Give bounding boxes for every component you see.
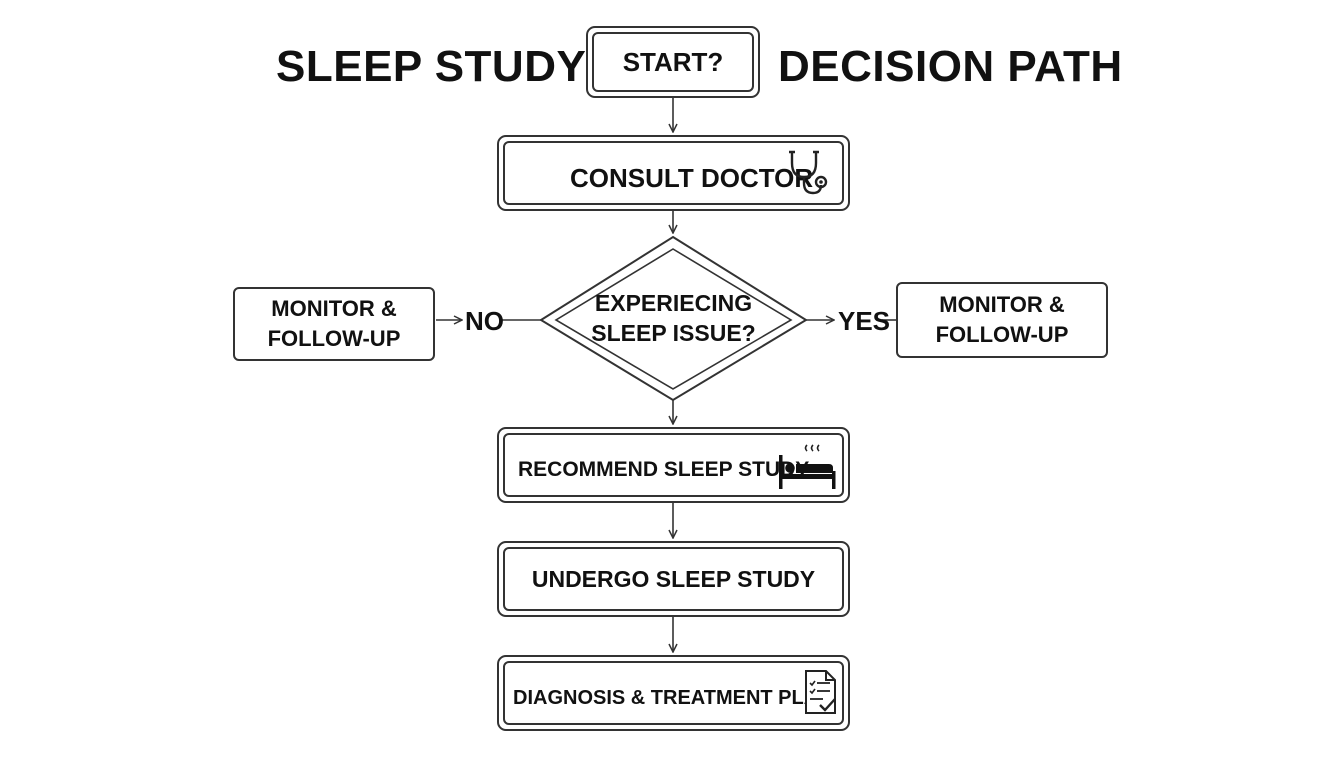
monitor-left-line1: MONITOR & <box>271 296 397 321</box>
title-left: SLEEP STUDY <box>276 42 587 91</box>
title-right: DECISION PATH <box>778 42 1123 91</box>
stethoscope-icon <box>789 150 828 195</box>
start-label: START? <box>592 32 754 92</box>
recommend-label: RECOMMEND SLEEP STUDY <box>518 458 810 481</box>
monitor-right-line1: MONITOR & <box>939 292 1065 317</box>
checklist-document-icon <box>805 670 836 714</box>
decision-label-line1: EXPERIECING <box>594 290 753 316</box>
undergo-label: UNDERGO SLEEP STUDY <box>503 547 844 611</box>
consult-doctor-label: CONSULT DOCTOR <box>570 163 814 193</box>
monitor-followup-left-node: MONITOR & FOLLOW-UP <box>233 287 435 361</box>
decision-diamond-outer <box>539 235 808 402</box>
decision-diamond-inner <box>554 248 793 390</box>
yes-label: YES <box>838 306 891 336</box>
monitor-left-line2: FOLLOW-UP <box>267 326 401 351</box>
consult-doctor-node: CONSULT DOCTOR <box>497 135 850 211</box>
monitor-followup-right-node: MONITOR & FOLLOW-UP <box>896 282 1108 358</box>
decision-label-line2: SLEEP ISSUE? <box>591 320 756 346</box>
diagnosis-treatment-node: DIAGNOSIS & TREATMENT PLAN <box>497 655 850 731</box>
diagnosis-label: DIAGNOSIS & TREATMENT PLAN <box>513 687 833 709</box>
monitor-right-line2: FOLLOW-UP <box>935 322 1069 347</box>
no-label: NO <box>465 306 504 336</box>
undergo-sleep-study-node: UNDERGO SLEEP STUDY <box>497 541 850 617</box>
start-node: START? <box>586 26 760 98</box>
bed-sleeping-icon <box>779 444 836 489</box>
